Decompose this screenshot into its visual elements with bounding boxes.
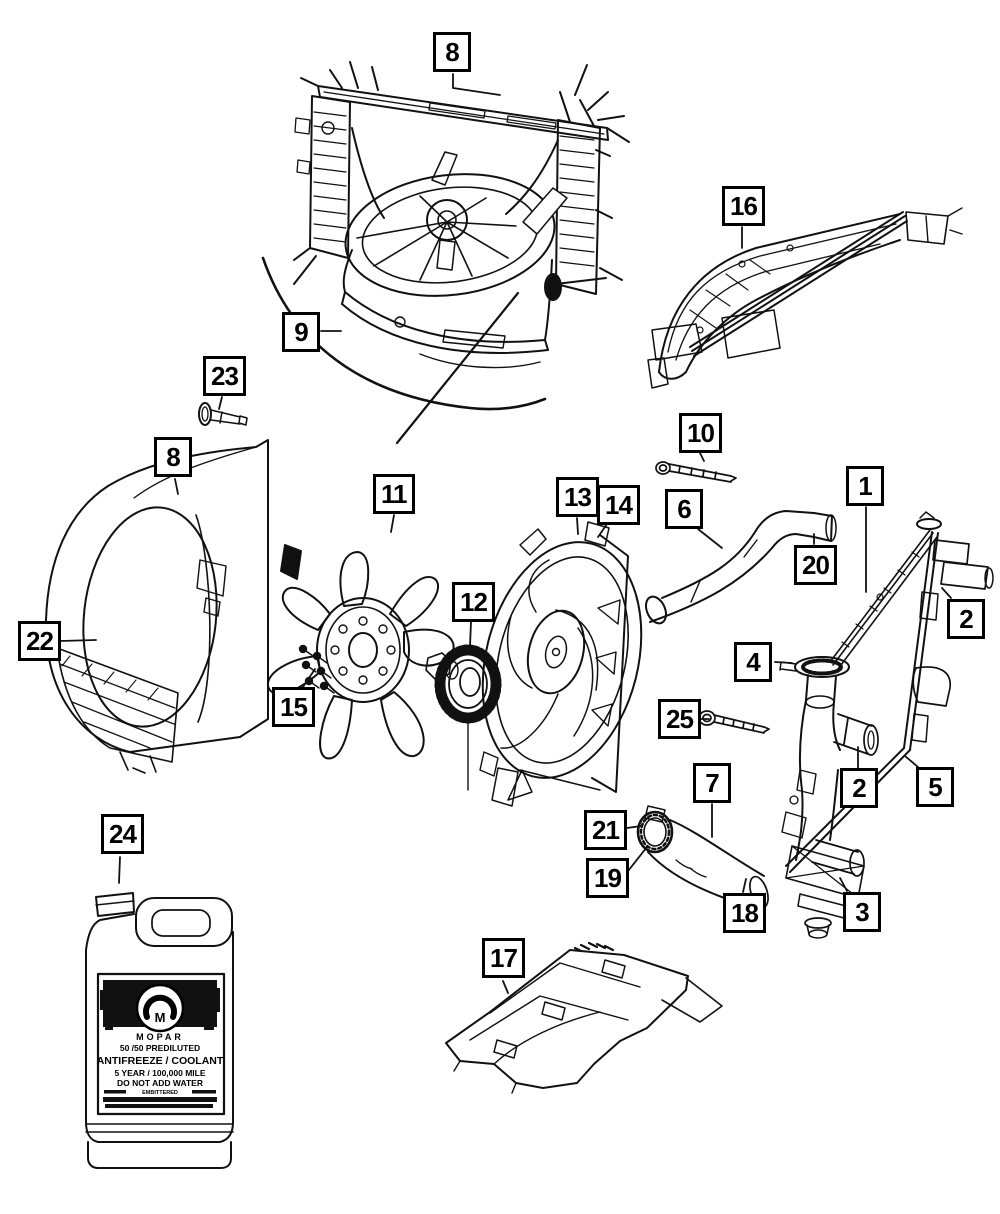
- jug-warning-text: DO NOT ADD WATER: [117, 1078, 203, 1088]
- callout-23-push-pin[interactable]: 23: [203, 356, 246, 396]
- callout-6-upper-hose[interactable]: 6: [665, 489, 703, 529]
- callout-17-belly-shield[interactable]: 17: [482, 938, 525, 978]
- callout-label: 4: [746, 647, 761, 677]
- jug-prediluted-text: 50 /50 PREDILUTED: [120, 1043, 200, 1053]
- antifreeze-jug-art: [85, 892, 234, 1169]
- callout-25-bolt[interactable]: 25: [658, 699, 701, 739]
- radiator-art: [785, 511, 994, 873]
- jug-product-text: ANTIFREEZE / COOLANT: [97, 1055, 224, 1067]
- callout-21-clamp[interactable]: 21: [584, 810, 627, 850]
- side-tank-assembly-art: [779, 656, 879, 939]
- callout-label: 17: [490, 943, 518, 973]
- jug-label-text: M MOPAR 50 /50 PREDILUTED ANTIFREEZE / C…: [97, 1010, 224, 1096]
- radiator-fan-shroud-module-art: [293, 61, 630, 369]
- callout-16-closure-panel[interactable]: 16: [722, 186, 765, 226]
- callout-label: 1: [858, 471, 873, 501]
- callout-4-radiator-cap[interactable]: 4: [734, 642, 772, 682]
- callout-label: 8: [445, 37, 460, 67]
- callout-label: 7: [705, 768, 720, 798]
- callout-10-bolt[interactable]: 10: [679, 413, 722, 453]
- callout-19-clamp[interactable]: 19: [586, 858, 629, 898]
- callout-15-screws[interactable]: 15: [272, 687, 315, 727]
- jug-embittered-text: EMBITTERED: [142, 1090, 178, 1096]
- callout-label: 13: [564, 482, 592, 512]
- callout-13-electric-fan[interactable]: 13: [556, 477, 599, 517]
- callout-24-antifreeze[interactable]: 24: [101, 814, 144, 854]
- callout-7-lower-hose[interactable]: 7: [693, 763, 731, 803]
- callout-3-bracket[interactable]: 3: [843, 892, 881, 932]
- callout-2-fitting-lower[interactable]: 2: [840, 768, 878, 808]
- callout-2-fitting-upper[interactable]: 2: [947, 599, 985, 639]
- belly-shield-art: [445, 941, 723, 1094]
- callout-label: 19: [594, 863, 622, 893]
- callout-label: 23: [211, 361, 239, 391]
- callout-label: 24: [109, 819, 137, 849]
- callout-label: 12: [460, 587, 488, 617]
- callout-18-hose-end[interactable]: 18: [723, 893, 766, 933]
- callout-8-shroud-module[interactable]: 8: [433, 32, 471, 72]
- jug-mopar-m: M: [155, 1010, 166, 1025]
- callout-9-seal[interactable]: 9: [282, 312, 320, 352]
- callout-label: 10: [687, 418, 715, 448]
- callout-label: 14: [605, 490, 633, 520]
- callout-label: 22: [26, 626, 54, 656]
- callout-label: 5: [928, 772, 943, 802]
- callout-label: 9: [294, 317, 309, 347]
- callout-8-left-shroud[interactable]: 8: [154, 437, 192, 477]
- fan-screws-art: [298, 644, 335, 694]
- callout-leader-lines: [59, 73, 952, 994]
- callout-label: 6: [677, 494, 692, 524]
- fan-bolt-art: [655, 461, 737, 483]
- callout-label: 3: [855, 897, 870, 927]
- callout-label: 25: [666, 704, 694, 734]
- callout-label: 16: [730, 191, 758, 221]
- closure-panel-art: [647, 207, 963, 389]
- callout-label: 8: [166, 442, 181, 472]
- electric-fan-module-art: [479, 521, 643, 807]
- callout-14-fan-shroud[interactable]: 14: [597, 485, 640, 525]
- callout-11-fan-blade[interactable]: 11: [373, 474, 415, 514]
- callout-1-radiator[interactable]: 1: [846, 466, 884, 506]
- callout-label: 15: [280, 692, 308, 722]
- callout-label: 21: [592, 815, 620, 845]
- callout-12-fan-clutch[interactable]: 12: [452, 582, 495, 622]
- jug-warranty-text: 5 YEAR / 100,000 MILE: [114, 1068, 205, 1078]
- upper-radiator-hose-art: [644, 510, 837, 625]
- callout-label: 2: [852, 773, 867, 803]
- fan-blade-art: [266, 551, 455, 760]
- callout-label: 11: [381, 479, 407, 509]
- lower-radiator-hose-art: [636, 805, 769, 909]
- callout-label: 2: [959, 604, 974, 634]
- callout-label: 18: [731, 898, 759, 928]
- fan-clutch-art: [425, 644, 502, 791]
- callout-label: 20: [802, 550, 830, 580]
- jug-brand-text: MOPAR: [136, 1032, 184, 1042]
- callout-5-core[interactable]: 5: [916, 767, 954, 807]
- callout-20-hose-end[interactable]: 20: [794, 545, 837, 585]
- callout-22-seal-strip[interactable]: 22: [18, 621, 61, 661]
- left-fan-shroud-art: [44, 402, 302, 774]
- mount-bolt-art: [698, 710, 770, 734]
